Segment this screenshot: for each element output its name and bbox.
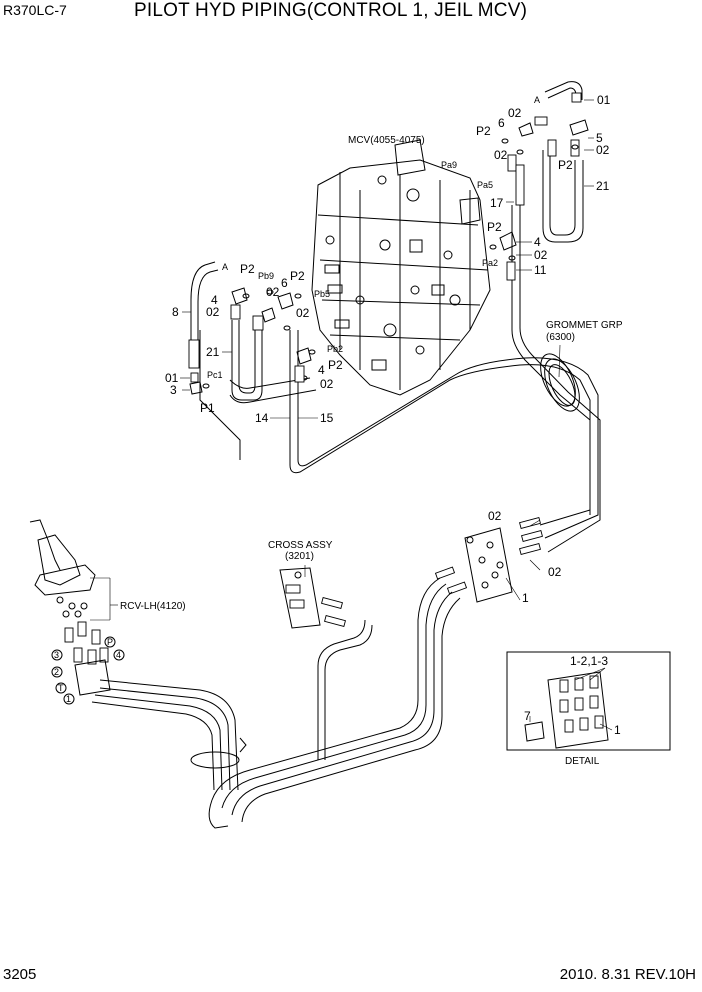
callout: 4 [318, 363, 325, 377]
text-labels: MCV(4055-4075) GROMMET GRP (6300) CROSS … [120, 93, 623, 767]
callout: P2 [328, 358, 343, 372]
rcv-port-markers: 3 2 T 1 P 4 [51, 636, 125, 705]
callout: 21 [206, 345, 220, 359]
page-number: 3205 [3, 966, 37, 983]
port-pc1: Pc1 [207, 370, 223, 380]
rcv-port-2: 2 [54, 667, 59, 677]
leader-lines [90, 99, 613, 731]
callout: 02 [494, 148, 508, 162]
grommet [540, 353, 580, 412]
detail-label: DETAIL [565, 756, 600, 767]
rcv-port-p: P [107, 637, 113, 647]
rcv-port-3: 3 [54, 650, 59, 660]
callout: 3 [170, 383, 177, 397]
port-pa5: Pa5 [477, 180, 493, 190]
callout: P2 [558, 158, 573, 172]
port-pa9: Pa9 [441, 160, 457, 170]
revision-date: 2010. 8.31 REV.10H [559, 966, 696, 983]
callout: P1 [200, 401, 215, 415]
pilot-control-plate [434, 516, 543, 603]
grommet-label-line2: (6300) [546, 332, 575, 343]
page-title: PILOT HYD PIPING(CONTROL 1, JEIL MCV) [134, 0, 528, 21]
cross-assy [279, 567, 346, 629]
callout: 02 [488, 509, 502, 523]
callout: 02 [320, 377, 334, 391]
rcv-port-4: 4 [116, 650, 121, 660]
callout: 01 [597, 93, 611, 107]
callout: 21 [596, 179, 610, 193]
callout: 6 [498, 116, 505, 130]
callout: 02 [508, 106, 522, 120]
callout: 02 [296, 306, 310, 320]
callout: 6 [281, 276, 288, 290]
callout: 11 [534, 263, 547, 277]
callout: 01 [165, 371, 179, 385]
callout: 7 [524, 709, 531, 723]
rcv-lh-joystick [29, 519, 111, 696]
callout: P2 [487, 220, 502, 234]
port-pb2: Pb2 [327, 344, 343, 354]
callout: 02 [206, 305, 220, 319]
marker-a-top: A [534, 95, 540, 105]
model-code: R370LC-7 [3, 2, 67, 18]
callout: P2 [476, 124, 491, 138]
marker-a-left: A [222, 262, 228, 272]
mcv-valve-block [311, 139, 491, 396]
callout: P2 [240, 262, 255, 276]
rcv-port-t: T [58, 683, 64, 693]
port-pb9: Pb9 [258, 271, 274, 281]
cross-assy-label-line2: (3201) [285, 551, 314, 562]
callout: 1-2,1-3 [570, 654, 608, 668]
rcv-hose-bundle [91, 577, 461, 829]
callout: 17 [490, 196, 504, 210]
callout: 02 [596, 143, 610, 157]
callout: 1 [522, 591, 529, 605]
grommet-label-line1: GROMMET GRP [546, 320, 623, 331]
rcv-port-1: 1 [66, 694, 71, 704]
callout: 02 [534, 248, 548, 262]
callout: 1 [614, 723, 621, 737]
port-pa2: Pa2 [482, 258, 498, 268]
callout: 02 [266, 285, 280, 299]
callout: 5 [596, 131, 603, 145]
callout: 8 [172, 305, 179, 319]
callout: 15 [320, 411, 334, 425]
callout: 4 [211, 293, 218, 307]
pb-side-fittings [188, 261, 316, 401]
detail-box [506, 651, 671, 751]
mcv-label: MCV(4055-4075) [348, 135, 425, 146]
callout: 02 [548, 565, 562, 579]
cross-assy-label-line1: CROSS ASSY [268, 540, 333, 551]
pa2-fittings [489, 231, 517, 281]
rcv-label: RCV-LH(4120) [120, 601, 186, 612]
top-right-hose-assembly [501, 81, 589, 243]
callout: 4 [534, 235, 541, 249]
port-pb5: Pb5 [314, 289, 330, 299]
callout: P2 [290, 269, 305, 283]
callout: 14 [255, 411, 269, 425]
